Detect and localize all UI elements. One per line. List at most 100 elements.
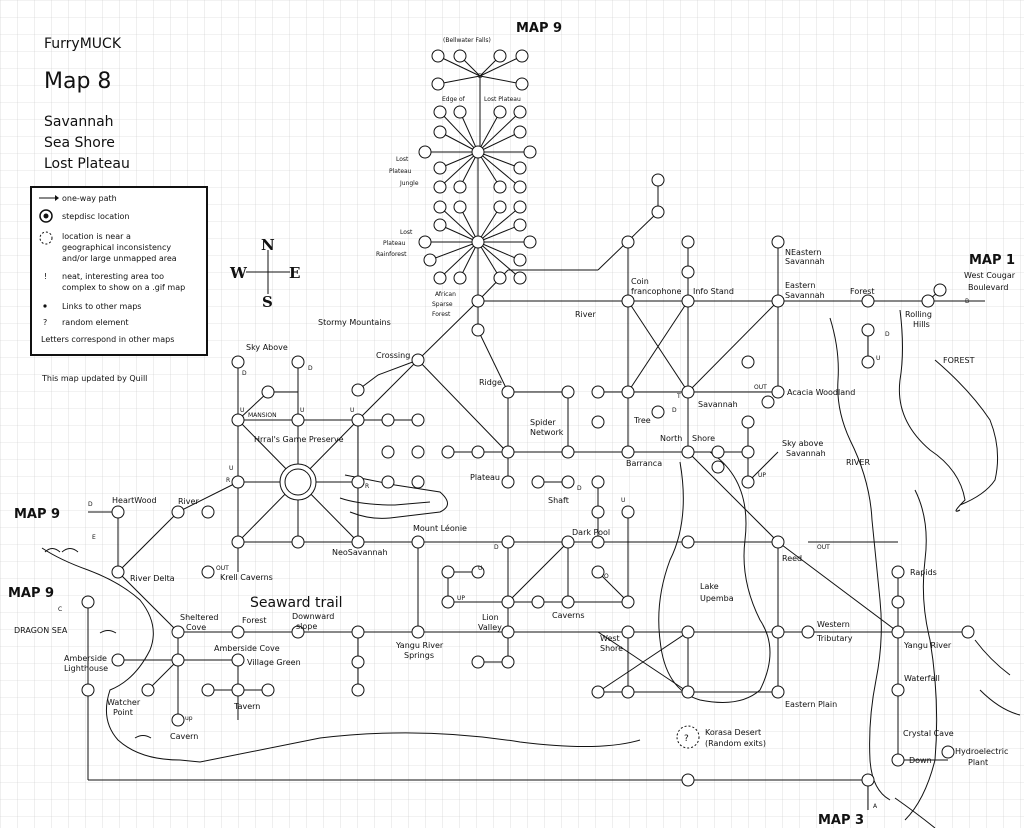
location-node[interactable] [771, 235, 785, 249]
location-node[interactable] [861, 323, 875, 337]
location-node[interactable] [471, 655, 485, 669]
location-node[interactable] [418, 145, 432, 159]
location-node[interactable] [681, 265, 695, 279]
location-node[interactable] [681, 235, 695, 249]
location-node[interactable] [201, 505, 215, 519]
location-node[interactable] [621, 235, 635, 249]
location-node[interactable] [621, 445, 635, 459]
location-node[interactable] [231, 413, 245, 427]
location-node[interactable] [418, 235, 432, 249]
location-node[interactable] [513, 180, 527, 194]
location-node[interactable] [111, 653, 125, 667]
location-node[interactable] [621, 685, 635, 699]
location-node[interactable] [381, 475, 395, 489]
location-node[interactable] [433, 218, 447, 232]
location-node[interactable] [591, 415, 605, 429]
location-node[interactable] [711, 445, 725, 459]
location-node[interactable] [561, 475, 575, 489]
location-node[interactable] [231, 683, 245, 697]
location-node[interactable] [231, 653, 245, 667]
location-node[interactable] [513, 271, 527, 285]
location-node[interactable] [591, 505, 605, 519]
location-node[interactable] [411, 535, 425, 549]
location-node[interactable] [741, 445, 755, 459]
location-node[interactable] [453, 200, 467, 214]
location-node[interactable] [681, 685, 695, 699]
location-node[interactable] [231, 475, 245, 489]
location-node[interactable] [591, 535, 605, 549]
location-node[interactable] [411, 475, 425, 489]
location-node[interactable] [231, 535, 245, 549]
location-node[interactable] [771, 385, 785, 399]
location-node[interactable] [861, 294, 875, 308]
location-node[interactable] [433, 200, 447, 214]
location-node[interactable] [591, 685, 605, 699]
location-node[interactable] [433, 180, 447, 194]
location-node[interactable] [411, 625, 425, 639]
location-node[interactable] [771, 685, 785, 699]
location-node[interactable] [501, 385, 515, 399]
location-node[interactable] [441, 445, 455, 459]
map-ref-top[interactable]: MAP 9 [516, 21, 562, 36]
location-node[interactable] [513, 200, 527, 214]
location-node[interactable] [891, 595, 905, 609]
location-node[interactable] [591, 565, 605, 579]
location-node[interactable] [891, 625, 905, 639]
location-node[interactable] [171, 713, 185, 727]
location-node[interactable] [771, 535, 785, 549]
location-node[interactable] [561, 445, 575, 459]
location-node[interactable] [681, 773, 695, 787]
location-node[interactable] [433, 161, 447, 175]
location-node[interactable] [493, 180, 507, 194]
location-node[interactable] [261, 683, 275, 697]
location-node[interactable] [861, 355, 875, 369]
location-node[interactable] [201, 683, 215, 697]
location-node[interactable] [771, 625, 785, 639]
location-node[interactable] [431, 77, 445, 91]
location-node[interactable] [513, 105, 527, 119]
location-node[interactable] [801, 625, 815, 639]
location-node[interactable] [81, 595, 95, 609]
location-node[interactable] [501, 655, 515, 669]
location-node[interactable] [861, 773, 875, 787]
location-node[interactable] [411, 353, 425, 367]
location-node[interactable] [351, 475, 365, 489]
location-node[interactable] [501, 595, 515, 609]
location-node[interactable] [621, 294, 635, 308]
location-node[interactable] [471, 235, 485, 249]
location-node[interactable] [471, 145, 485, 159]
location-node[interactable] [201, 565, 215, 579]
location-node[interactable] [351, 413, 365, 427]
location-node[interactable] [921, 294, 935, 308]
location-node[interactable] [291, 535, 305, 549]
location-node[interactable] [471, 565, 485, 579]
location-node[interactable] [171, 505, 185, 519]
location-node[interactable] [651, 205, 665, 219]
location-node[interactable] [111, 505, 125, 519]
location-node[interactable] [81, 683, 95, 697]
location-node[interactable] [381, 445, 395, 459]
location-node[interactable] [351, 383, 365, 397]
location-node[interactable] [141, 683, 155, 697]
location-node[interactable] [411, 413, 425, 427]
map-ref-right[interactable]: MAP 1 [969, 253, 1015, 268]
location-node[interactable] [941, 745, 955, 759]
location-node[interactable] [531, 595, 545, 609]
location-node[interactable] [501, 535, 515, 549]
location-node[interactable] [493, 49, 507, 63]
location-node[interactable] [891, 683, 905, 697]
location-node[interactable] [111, 565, 125, 579]
location-node[interactable] [561, 385, 575, 399]
location-node[interactable] [513, 161, 527, 175]
korasa-random-node[interactable] [676, 725, 700, 749]
location-node[interactable] [351, 683, 365, 697]
location-node[interactable] [453, 271, 467, 285]
location-node[interactable] [531, 475, 545, 489]
location-node[interactable] [501, 625, 515, 639]
map-ref-bottom[interactable]: MAP 3 [818, 813, 864, 828]
location-node[interactable] [523, 145, 537, 159]
location-node[interactable] [891, 565, 905, 579]
location-node[interactable] [471, 445, 485, 459]
location-node[interactable] [291, 413, 305, 427]
location-node[interactable] [741, 415, 755, 429]
